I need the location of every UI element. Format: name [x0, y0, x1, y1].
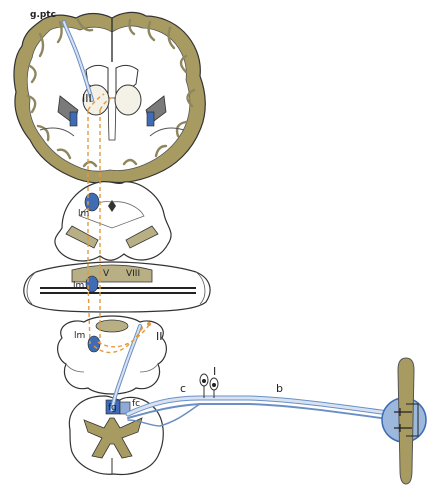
label-medulla-relay: II [156, 330, 163, 343]
label-cortex: g.ptc [30, 10, 56, 20]
ganglion-cell-2-nucleus [212, 383, 216, 387]
cerebrum-coronal-section [14, 12, 205, 182]
pons-section [24, 262, 210, 312]
label-pons-nerve-v: V [103, 269, 110, 279]
ganglion-cell-1-nucleus [202, 379, 206, 383]
label-spinal-fg: fg [108, 403, 117, 413]
label-segment-c: c [180, 382, 186, 395]
muscle-fiber [398, 358, 414, 484]
medulla-section [58, 316, 167, 394]
third-ventricle [108, 98, 116, 140]
thalamus-right [115, 85, 141, 115]
insula-marker-left [70, 112, 77, 126]
label-segment-b: b [276, 382, 283, 395]
label-spinal-fc: fc [132, 399, 140, 409]
midbrain-section [55, 182, 171, 261]
insula-marker-right [147, 112, 154, 126]
medulla-inferior-olive-top [96, 320, 128, 332]
label-midbrain-nucleus: lm [78, 209, 89, 219]
label-ganglion: I [213, 365, 216, 378]
label-thalamus: III [82, 92, 92, 105]
label-medulla-nucleus: lm [74, 331, 85, 341]
label-pons-nucleus: lm [73, 281, 84, 291]
peripheral-receptor [382, 358, 426, 484]
label-pons-nerve-viii: VIII [126, 269, 140, 279]
